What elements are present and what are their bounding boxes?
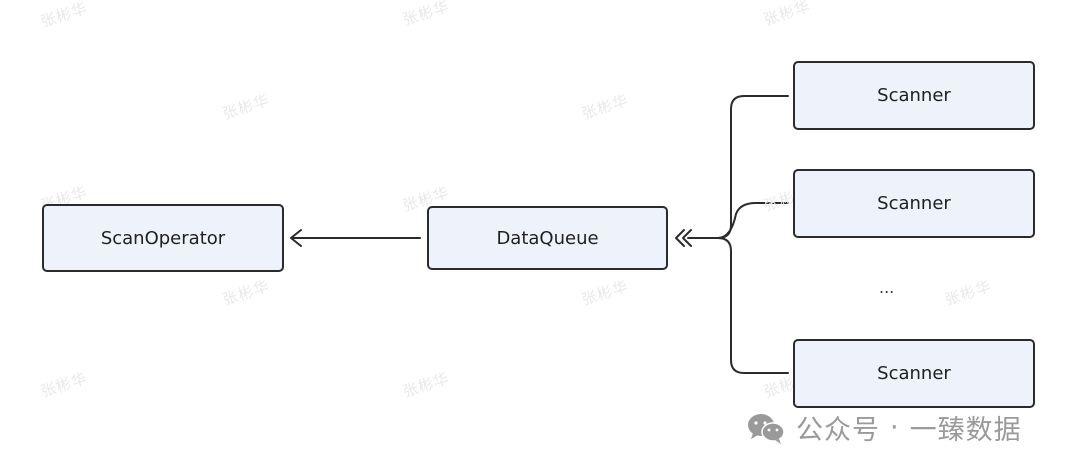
node-label: Scanner <box>877 85 951 106</box>
node-label: Scanner <box>877 363 951 384</box>
node-scanner-1: Scanner <box>793 61 1035 130</box>
brand-prefix: 公众号 <box>796 415 880 446</box>
brand-separator: · <box>890 412 900 443</box>
node-data-queue: DataQueue <box>427 206 668 270</box>
edge-scanner-3 <box>717 237 789 374</box>
node-scanner-3: Scanner <box>793 339 1035 408</box>
edge-scanner-1 <box>687 95 789 239</box>
arrowhead-queue-2 <box>682 229 692 247</box>
node-scan-operator: ScanOperator <box>42 204 284 272</box>
node-label: Scanner <box>877 193 951 214</box>
scanner-ellipsis: ... <box>879 278 895 297</box>
node-label: ScanOperator <box>100 227 226 249</box>
node-scanner-2: Scanner <box>793 169 1035 238</box>
node-label: DataQueue <box>496 227 599 249</box>
edge-scanner-2 <box>717 202 789 239</box>
wechat-icon <box>748 413 785 444</box>
brand-footer: 公众号 · 一臻数据 <box>746 408 1022 447</box>
arrowhead-queue-1 <box>675 229 685 247</box>
brand-name: 一臻数据 <box>909 415 1022 446</box>
arrowhead-operator <box>290 229 302 247</box>
